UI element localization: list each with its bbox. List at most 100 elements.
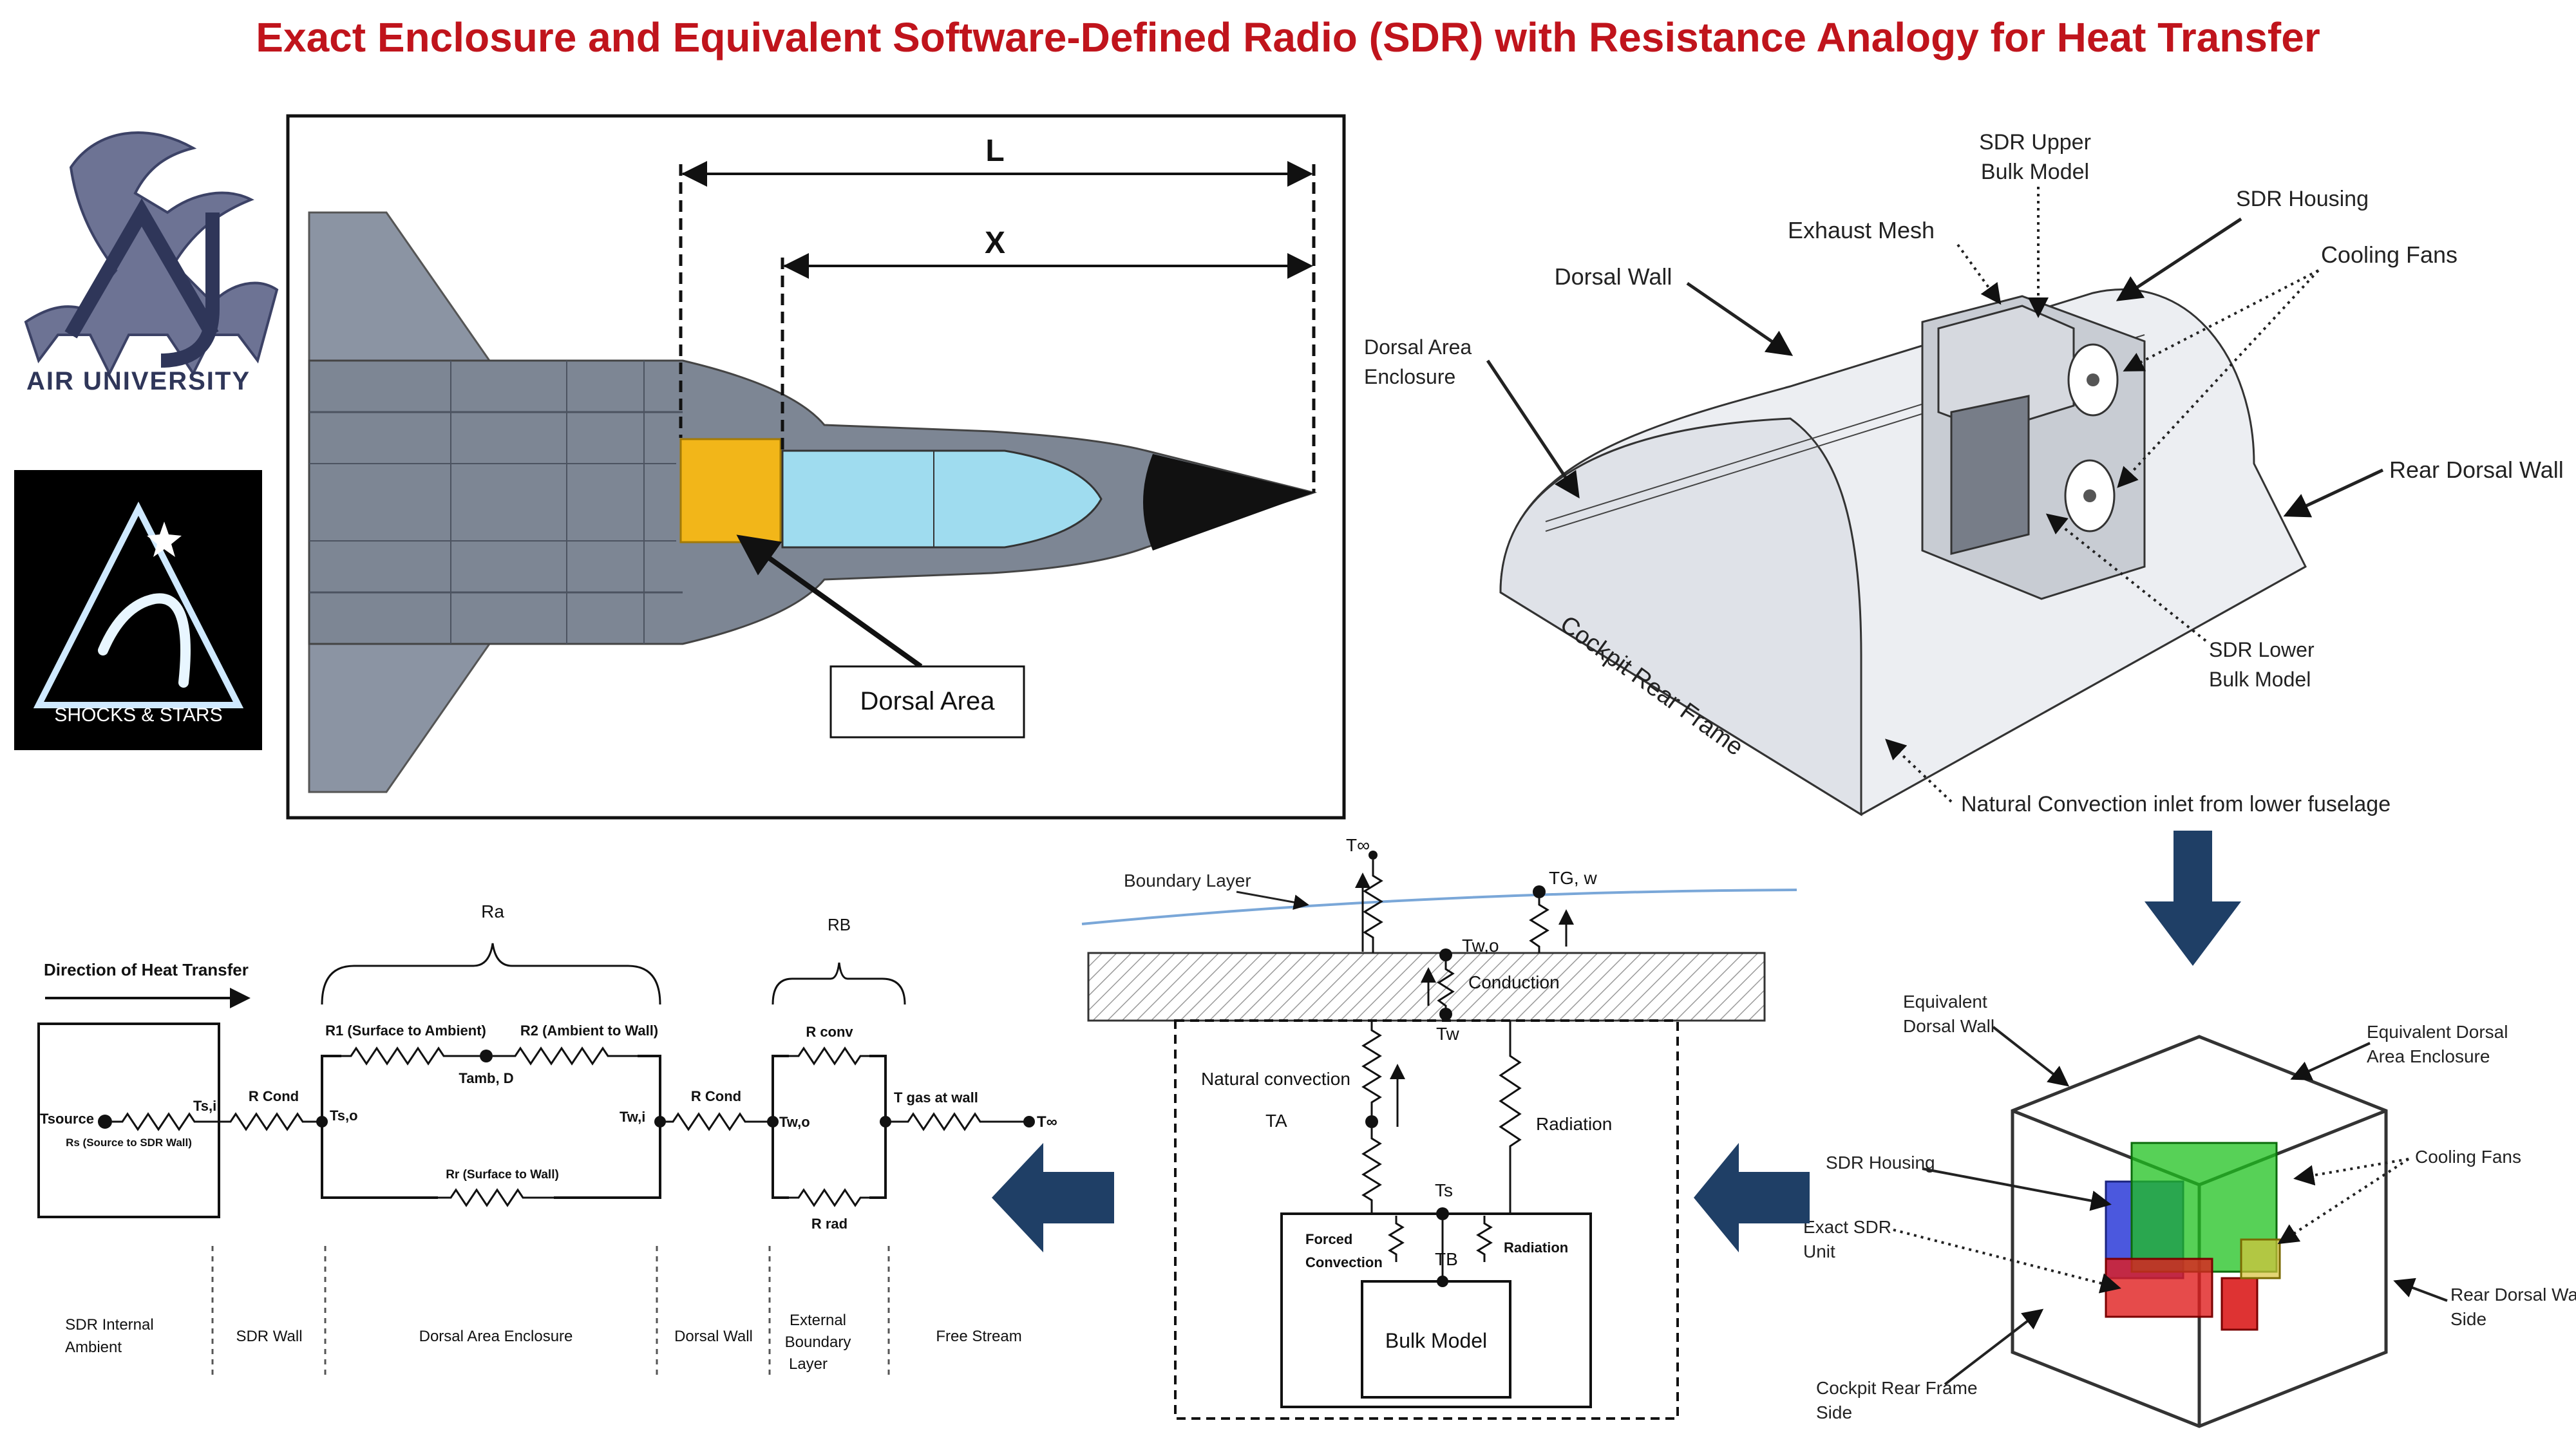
resistor-r-cond-2 xyxy=(660,1112,773,1131)
resistor-forced-convection xyxy=(1388,1216,1405,1262)
r2-label: R2 (Ambient to Wall) xyxy=(520,1023,658,1039)
resistor-radiation-outer xyxy=(1499,1021,1522,1214)
resistor-rs xyxy=(112,1112,219,1131)
zone-dorsal-wall: Dorsal Wall xyxy=(674,1328,753,1345)
resistor-to-free-stream xyxy=(886,1112,1024,1131)
node-t-wo xyxy=(1439,948,1452,961)
sdr-lower-bulk-label-1: SDR Lower xyxy=(2209,638,2315,661)
dorsal-area-enclosure-label-1: Dorsal Area xyxy=(1364,335,1472,359)
dimension-l: L xyxy=(679,134,1316,493)
radiation-outer-label: Radiation xyxy=(1536,1114,1612,1134)
bulk-model-box xyxy=(1361,1280,1511,1399)
r-cond-2-label: R Cond xyxy=(691,1088,741,1104)
rb-network-frame xyxy=(772,1055,887,1199)
nose-cone xyxy=(1143,454,1314,551)
equivalent-dorsal-area-enclosure-label-1: Equivalent Dorsal xyxy=(2367,1022,2508,1042)
down-arrow-icon xyxy=(2145,831,2241,966)
resistor-conduction xyxy=(1437,961,1455,1012)
t-inf-network-label: T∞ xyxy=(1037,1113,1057,1131)
left-arrow-left-icon xyxy=(992,1143,1114,1252)
brace-rb xyxy=(772,962,906,1005)
sdr-upper-block xyxy=(1937,305,2075,433)
air-university-logo: AIR UNIVERSITY xyxy=(24,131,279,395)
cockpit-rear-frame-side-label-2: Side xyxy=(1816,1402,1852,1422)
exhaust-mesh-label: Exhaust Mesh xyxy=(1788,217,1935,243)
equivalent-dorsal-wall-label-1: Equivalent xyxy=(1903,992,1987,1012)
node-t-source xyxy=(98,1115,112,1129)
resistor-t-inf xyxy=(1363,860,1383,953)
equivalent-dorsal-area-enclosure-label-2: Area Enclosure xyxy=(2367,1046,2490,1066)
thermal-diagram: Boundary Layer Bulk Model T∞ TG, w Tw,o … xyxy=(1081,835,1797,1420)
sdr-upper-bulk-label-1: SDR Upper xyxy=(1979,130,2091,155)
r-cond-1-label: R Cond xyxy=(249,1088,299,1104)
triangle-icon xyxy=(33,501,244,708)
t-b-label: TB xyxy=(1435,1249,1458,1269)
node-t-amb xyxy=(480,1050,493,1062)
node-t-w xyxy=(1439,1008,1452,1021)
dorsal-pointer-arrow xyxy=(736,534,923,669)
rear-dorsal-wall-label: Rear Dorsal Wall xyxy=(2389,457,2564,483)
zone-dorsal-area-enclosure: Dorsal Area Enclosure xyxy=(419,1328,573,1345)
forced-convection-label-2: Convection xyxy=(1305,1254,1383,1270)
t-gas-label: T gas at wall xyxy=(894,1089,978,1106)
canopy xyxy=(781,449,1103,549)
rear-dorsal-wall-side-label-2: Side xyxy=(2450,1309,2486,1329)
aircraft-body xyxy=(308,211,1318,793)
t-gw-label: TG, w xyxy=(1549,868,1597,888)
t-wo-network-label: Tw,o xyxy=(779,1114,810,1130)
air-university-text: AIR UNIVERSITY xyxy=(26,367,251,395)
t-wi-label: Tw,i xyxy=(620,1109,645,1125)
rear-dorsal-wall-side-label-1: Rear Dorsal Wall xyxy=(2450,1285,2576,1305)
cooling-fans-label: Cooling Fans xyxy=(2321,241,2458,268)
dim-l-label: L xyxy=(985,134,1004,168)
eagle-emblem-icon xyxy=(24,131,279,377)
sdr-lower-bulk-label-2: Bulk Model xyxy=(2209,668,2311,691)
equivalent-box: Equivalent Dorsal Wall Equivalent Dorsal… xyxy=(1803,992,2576,1428)
dorsal-area-label: Dorsal Area xyxy=(860,687,996,715)
dimension-x: X xyxy=(781,226,1313,451)
dorsal-wall-label: Dorsal Wall xyxy=(1555,263,1672,290)
t-wo-label: Tw,o xyxy=(1462,936,1499,956)
exact-sdr-red-block xyxy=(2105,1258,2213,1318)
t-si-label: Ts,i xyxy=(193,1098,216,1114)
sdr-model-3d xyxy=(1921,295,2146,600)
aircraft-panel: L X Dorsal Area xyxy=(286,114,1346,820)
resistor-gw xyxy=(1529,898,1549,953)
conduction-label: Conduction xyxy=(1468,972,1560,992)
zone-external-1: External xyxy=(790,1312,846,1329)
node-t-b xyxy=(1437,1276,1448,1287)
shocks-stars-logo: SHOCKS & STARS xyxy=(14,470,262,750)
node-t-a xyxy=(1365,1115,1378,1128)
node-t-gw xyxy=(1533,885,1546,898)
resistor-r2 xyxy=(493,1046,638,1066)
t-source-label: Tsource xyxy=(40,1111,94,1127)
resistor-radiation-inner xyxy=(1476,1216,1493,1262)
t-a-label: TA xyxy=(1265,1111,1287,1131)
cockpit-rear-frame-face xyxy=(1499,417,1862,816)
r1-label: R1 (Surface to Ambient) xyxy=(325,1023,486,1039)
resistor-r1 xyxy=(341,1046,486,1066)
figure-title: Exact Enclosure and Equivalent Software-… xyxy=(256,14,2320,61)
resistor-r-conv xyxy=(789,1046,869,1066)
t-s-label: Ts xyxy=(1435,1180,1453,1200)
zone-sdr-wall: SDR Wall xyxy=(236,1328,302,1345)
dim-x-label: X xyxy=(985,226,1005,260)
equivalent-dorsal-wall-label-2: Dorsal Wall xyxy=(1903,1016,1994,1036)
exact-sdr-yellow-block xyxy=(2240,1238,2281,1279)
sdr-housing-label: SDR Housing xyxy=(2236,187,2369,211)
resistor-r-cond-1 xyxy=(219,1112,322,1131)
rr-label: Rr (Surface to Wall) xyxy=(446,1168,559,1182)
brace-ra xyxy=(321,943,661,1005)
zone-external-3: Layer xyxy=(789,1355,828,1373)
r-conv-label: R conv xyxy=(806,1024,853,1040)
t-inf-label: T∞ xyxy=(1346,835,1370,855)
resistor-natural-convection-lower xyxy=(1361,1128,1382,1214)
dorsal-area-callout-box xyxy=(829,665,1025,739)
boundary-layer-label: Boundary Layer xyxy=(1124,871,1251,891)
dorsal-wall-slab xyxy=(1087,952,1766,1022)
cockpit-rear-frame-side-label-1: Cockpit Rear Frame xyxy=(1816,1378,1978,1398)
direction-label: Direction of Heat Transfer xyxy=(44,960,249,979)
resistor-rr xyxy=(438,1188,554,1207)
